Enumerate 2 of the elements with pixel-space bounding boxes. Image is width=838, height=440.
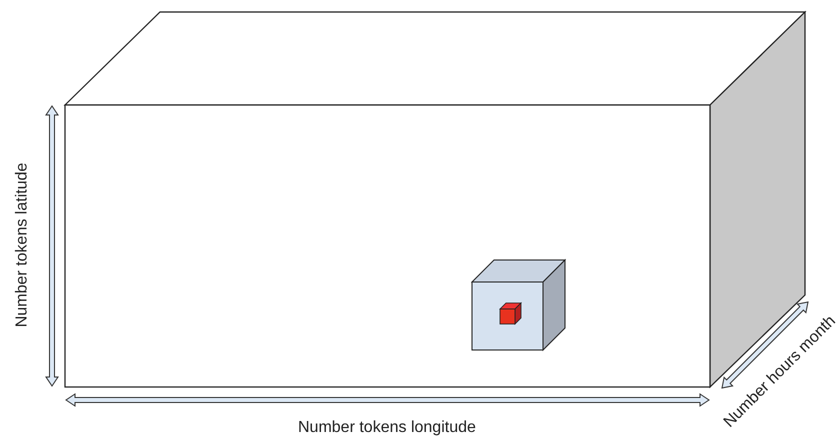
axis-label: Number tokens longitude bbox=[298, 419, 476, 437]
axis-label: Number tokens latitude bbox=[12, 162, 31, 328]
